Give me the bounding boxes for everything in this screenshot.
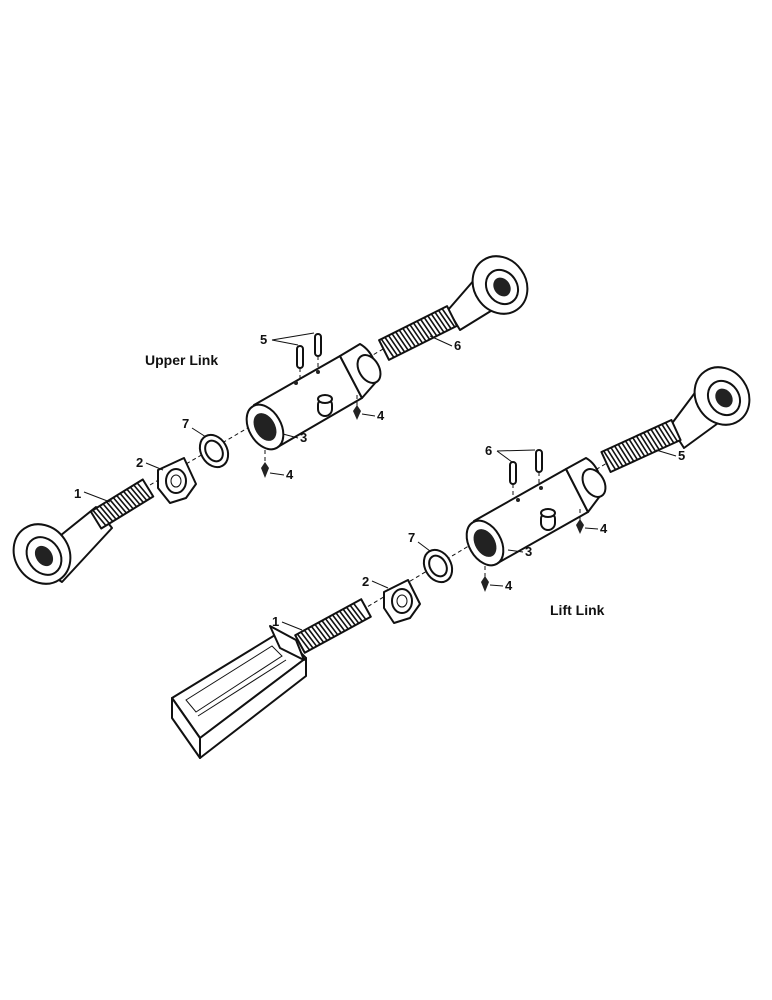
upper-link-title: Upper Link — [145, 352, 218, 368]
callout-4a: 4 — [286, 467, 294, 482]
upper-link-thread-6 — [378, 305, 458, 361]
lift-link-thread-5 — [600, 418, 682, 474]
upper-link-lock-washer-part-2 — [157, 457, 197, 504]
lift-link-lock-washer-part-2 — [383, 579, 421, 624]
lift-link-thread-1 — [294, 598, 372, 654]
upper-link-eye-end-part-1 — [12, 478, 155, 585]
lift-link-title: Lift Link — [550, 602, 605, 618]
upper-link-thread-1 — [89, 478, 155, 530]
lift-link-eye-end-part-5 — [600, 366, 751, 474]
upper-link-grease-fitting-part-4a — [261, 450, 269, 478]
callout-2: 2 — [136, 455, 143, 470]
callout-3: 3 — [525, 544, 532, 559]
callout-7: 7 — [182, 416, 189, 431]
callout-5: 5 — [678, 448, 685, 463]
upper-link-eye-end-part-6 — [378, 255, 529, 361]
upper-link-assembly: 1 2 3 4 4 5 6 7 Upper Link — [12, 255, 529, 585]
upper-link-body-part-3 — [245, 343, 382, 451]
callout-4a: 4 — [505, 578, 513, 593]
callout-6: 6 — [485, 443, 492, 458]
callout-4b: 4 — [600, 521, 608, 536]
callout-1: 1 — [74, 486, 81, 501]
lift-link-pins-part-6 — [509, 449, 543, 498]
lift-link-callouts: 1 2 3 4 4 5 6 7 — [272, 443, 685, 631]
callout-4b: 4 — [377, 408, 385, 423]
callout-5: 5 — [260, 332, 267, 347]
callout-1: 1 — [272, 614, 279, 629]
lift-link-body-part-3 — [465, 457, 607, 567]
lift-link-assembly: 1 2 3 4 4 5 6 7 Lift Link — [171, 366, 751, 759]
upper-link-callouts: 1 2 3 4 4 5 6 7 — [74, 332, 461, 503]
callout-2: 2 — [362, 574, 369, 589]
callout-6: 6 — [454, 338, 461, 353]
lift-link-grease-fitting-part-4b — [576, 509, 584, 534]
upper-link-ring-part-7 — [198, 433, 230, 469]
lift-link-clevis-part-1 — [171, 598, 372, 759]
lift-link-grease-fitting-part-4a — [481, 566, 489, 592]
callout-3: 3 — [300, 430, 307, 445]
upper-link-grease-fitting-part-4b — [353, 395, 361, 420]
upper-link-pins-part-5 — [296, 333, 322, 380]
lift-link-ring-part-7 — [422, 548, 454, 584]
callout-7: 7 — [408, 530, 415, 545]
